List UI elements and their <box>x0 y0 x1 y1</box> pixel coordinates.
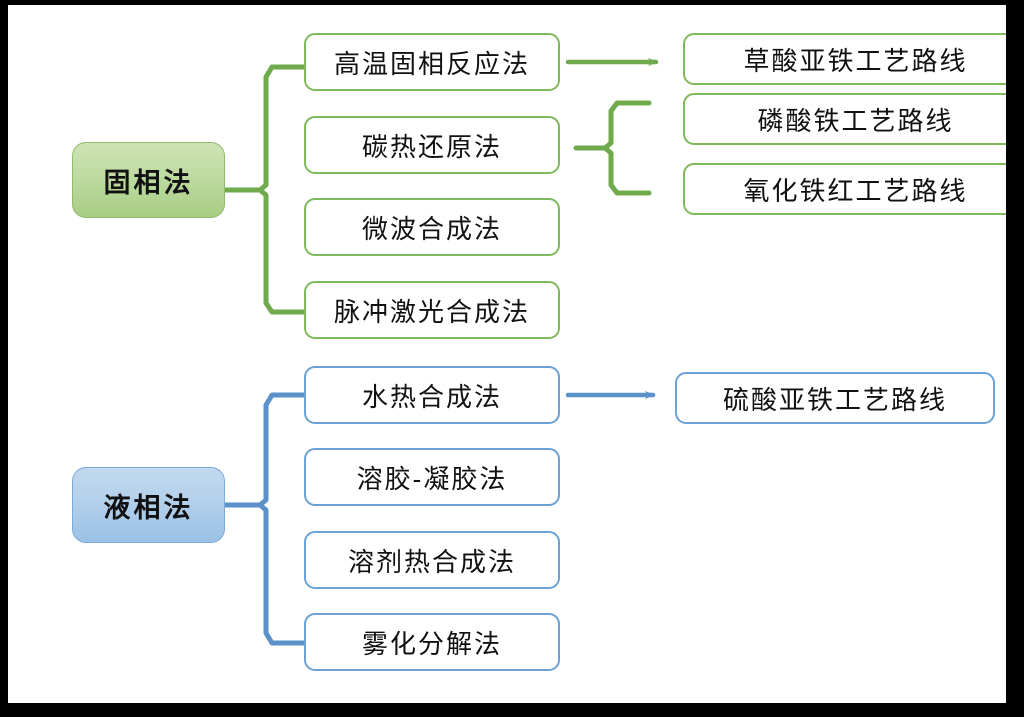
root-node-solid-phase-label: 固相法 <box>103 167 194 198</box>
diagram-canvas: 固相法 高温固相反应法 碳热还原法 微波合成法 脉冲激光合成法 草酸亚铁工艺路线… <box>8 5 1006 703</box>
brace-liquid-phase <box>222 392 307 646</box>
route-box-iron-oxide-red-label: 氧化铁红工艺路线 <box>743 175 968 206</box>
method-box-microwave-synthesis-label: 微波合成法 <box>361 213 502 244</box>
route-box-ferrous-sulfate[interactable]: 硫酸亚铁工艺路线 <box>675 372 995 424</box>
method-box-atomization-decomposition[interactable]: 雾化分解法 <box>304 613 560 671</box>
method-box-carbothermal-reduction[interactable]: 碳热还原法 <box>304 116 560 174</box>
method-box-pulsed-laser-synthesis[interactable]: 脉冲激光合成法 <box>304 281 560 339</box>
brace-carbothermal-routes <box>573 100 652 196</box>
method-box-hydrothermal-synthesis-label: 水热合成法 <box>361 381 502 412</box>
root-node-liquid-phase-label: 液相法 <box>103 492 194 523</box>
brace-solid-phase <box>222 64 307 315</box>
method-box-microwave-synthesis[interactable]: 微波合成法 <box>304 198 560 256</box>
route-box-iron-oxide-red[interactable]: 氧化铁红工艺路线 <box>683 163 1006 215</box>
root-node-solid-phase[interactable]: 固相法 <box>72 142 225 218</box>
route-box-ferrous-sulfate-label: 硫酸亚铁工艺路线 <box>722 384 947 415</box>
method-box-carbothermal-reduction-label: 碳热还原法 <box>361 131 502 162</box>
method-box-sol-gel[interactable]: 溶胶-凝胶法 <box>304 448 560 506</box>
method-box-high-temp-solid-state-label: 高温固相反应法 <box>333 48 530 79</box>
route-box-ferrous-oxalate[interactable]: 草酸亚铁工艺路线 <box>683 33 1006 85</box>
route-box-iron-phosphate[interactable]: 磷酸铁工艺路线 <box>683 93 1006 145</box>
method-box-solvothermal-synthesis-label: 溶剂热合成法 <box>347 546 516 577</box>
method-box-pulsed-laser-synthesis-label: 脉冲激光合成法 <box>333 296 530 327</box>
root-node-liquid-phase[interactable]: 液相法 <box>72 467 225 543</box>
method-box-sol-gel-label: 溶胶-凝胶法 <box>356 463 508 494</box>
method-box-atomization-decomposition-label: 雾化分解法 <box>361 628 502 659</box>
method-box-solvothermal-synthesis[interactable]: 溶剂热合成法 <box>304 531 560 589</box>
route-box-iron-phosphate-label: 磷酸铁工艺路线 <box>757 105 954 136</box>
method-box-high-temp-solid-state[interactable]: 高温固相反应法 <box>304 33 560 91</box>
route-box-ferrous-oxalate-label: 草酸亚铁工艺路线 <box>743 45 968 76</box>
method-box-hydrothermal-synthesis[interactable]: 水热合成法 <box>304 366 560 424</box>
